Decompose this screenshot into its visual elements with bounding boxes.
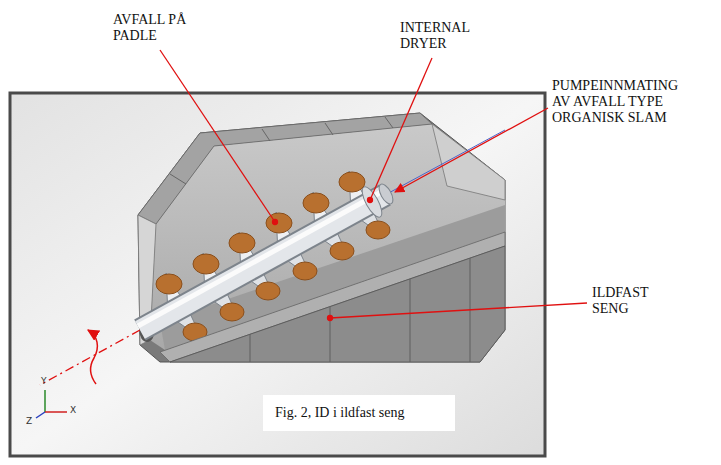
waste-blob (266, 213, 292, 233)
waste-blob (193, 254, 219, 274)
x-axis (45, 411, 67, 413)
leader-line (330, 303, 587, 318)
axis-letter: X (70, 405, 82, 416)
label-box: Z (26, 416, 38, 427)
label-box: Y (41, 376, 53, 387)
rotation-axis (40, 330, 140, 385)
leader-dot (328, 316, 333, 321)
leader-dot (368, 198, 373, 203)
leader-lines (160, 50, 587, 321)
waste-blob (256, 282, 280, 300)
label-box: INTERNAL DRYER (400, 20, 480, 52)
block-seam (250, 334, 251, 362)
label-box: ILDFAST SENG (592, 285, 662, 317)
waste-blob (339, 172, 365, 192)
axis-triad (36, 390, 67, 418)
part-label: PUMPEINNMATING AV AVFALL TYPE ORGANISK S… (552, 78, 692, 126)
refractory-bed (138, 113, 505, 362)
waste-blob (229, 233, 255, 253)
waste-blob (330, 242, 354, 260)
leader-arrow (395, 108, 548, 192)
front-wall-top (160, 232, 505, 362)
bed-silhouette (138, 113, 505, 362)
block-seam (410, 279, 411, 362)
label-box: X (70, 405, 82, 416)
label-box: PUMPEINNMATING AV AVFALL TYPE ORGANISK S… (552, 78, 692, 126)
caption-box: Fig. 2, ID i ildfast seng (263, 395, 455, 431)
leader-line (160, 50, 275, 222)
block-seam (385, 117, 393, 128)
axis-letter: Y (41, 376, 53, 387)
waste-blob (293, 262, 317, 280)
leader-dot (273, 220, 278, 225)
leader-line (370, 58, 432, 200)
waste-blob (156, 274, 182, 294)
waste-blob (303, 193, 329, 213)
axis-letter: Z (26, 416, 38, 427)
z-axis (36, 412, 45, 418)
block-seam (325, 123, 333, 135)
front-wall (160, 232, 505, 362)
part-label: AVFALL PÅ PADLE (113, 12, 208, 44)
shaft-end (376, 182, 395, 206)
waste-blob (366, 221, 390, 239)
feed-axis (385, 130, 505, 195)
block-seam (170, 174, 186, 184)
rotation-arrow (88, 330, 97, 384)
figure-caption: Fig. 2, ID i ildfast seng (275, 405, 443, 421)
block-seam (262, 129, 270, 141)
viewport-frame (10, 93, 545, 456)
part-label: INTERNAL DRYER (400, 20, 480, 52)
front-wall-face (170, 246, 505, 362)
part-label: ILDFAST SENG (592, 285, 662, 317)
waste-blob (220, 303, 244, 321)
y-axis (44, 390, 46, 412)
back-wall-top (138, 113, 432, 224)
label-box: AVFALL PÅ PADLE (113, 12, 208, 44)
